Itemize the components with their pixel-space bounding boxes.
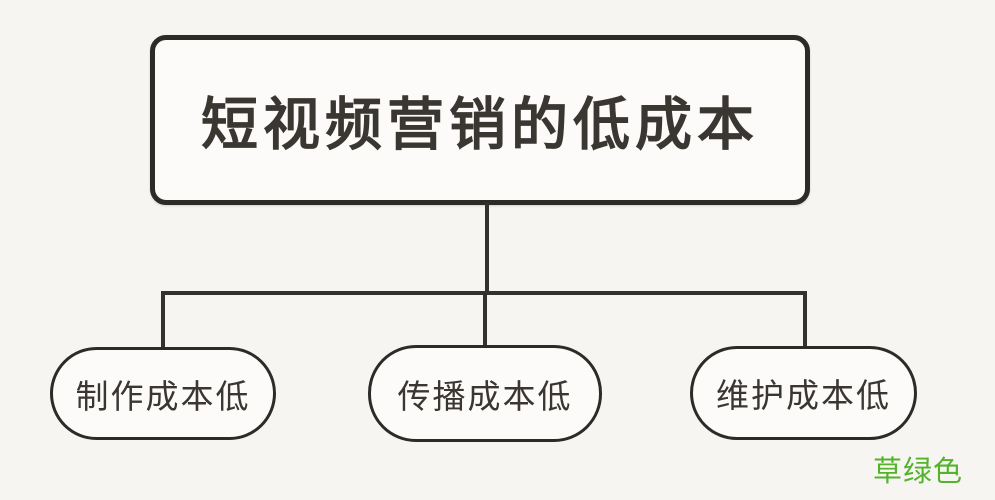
connector-drop-right xyxy=(803,293,807,348)
child-node-maintenance-cost[interactable]: 维护成本低 xyxy=(690,346,917,440)
child-node-distribution-cost[interactable]: 传播成本低 xyxy=(368,345,602,442)
connector-drop-center xyxy=(483,293,487,347)
child-node-label: 维护成本低 xyxy=(716,377,891,414)
child-node-label: 传播成本低 xyxy=(397,377,573,415)
child-node-production-cost[interactable]: 制作成本低 xyxy=(50,347,276,440)
child-node-label: 制作成本低 xyxy=(75,377,251,415)
connector-root-stem xyxy=(485,203,489,293)
root-node[interactable]: 短视频营销的低成本 xyxy=(150,35,810,205)
watermark-label: 草绿色 xyxy=(873,456,964,488)
root-node-label: 短视频营销的低成本 xyxy=(201,93,759,157)
connector-drop-left xyxy=(161,293,165,349)
